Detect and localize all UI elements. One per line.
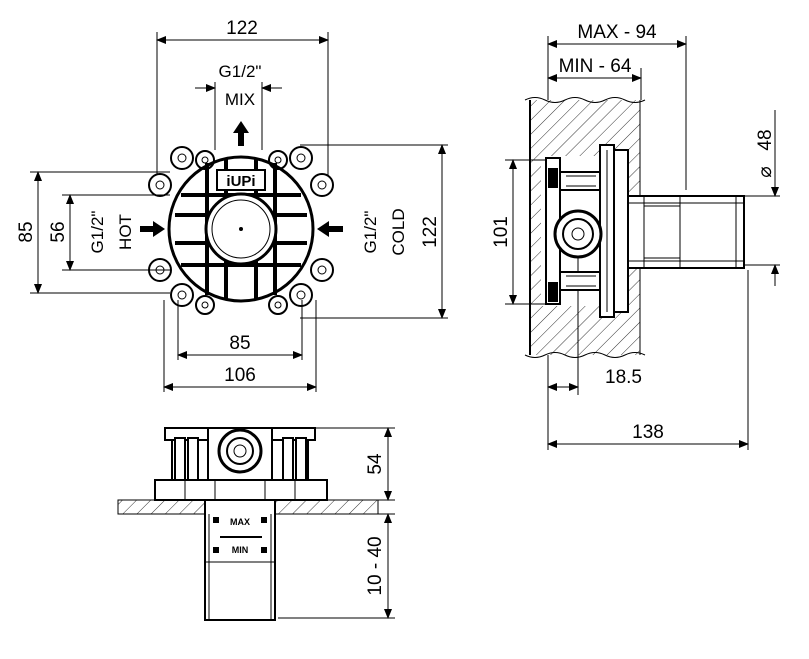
logo-plate bbox=[216, 169, 266, 191]
side-body bbox=[545, 144, 629, 318]
mix-arrow-icon bbox=[233, 121, 249, 146]
port-left-label: HOT bbox=[116, 214, 135, 250]
bottom-view: MAX MIN 54 10 - 40 bbox=[117, 427, 395, 621]
dim-width-top: 122 bbox=[226, 18, 258, 39]
dim-height-outer-left: 85 bbox=[16, 221, 37, 242]
dim-height-inner-left: 56 bbox=[48, 221, 69, 242]
dim-width-outer-bottom: 106 bbox=[224, 365, 256, 386]
side-view: MAX - 94 MIN - 64 ⌀ 48 101 18.5 138 bbox=[491, 22, 780, 450]
dim-wall-range: 10 - 40 bbox=[365, 536, 386, 595]
dim-diameter: 48 bbox=[755, 129, 776, 150]
diameter-icon: ⌀ bbox=[755, 166, 776, 177]
dim-height: 101 bbox=[491, 216, 512, 248]
cold-arrow-icon bbox=[317, 221, 343, 237]
dim-axis-offset: 18.5 bbox=[605, 367, 642, 388]
dim-width-inner-bottom: 85 bbox=[229, 333, 250, 354]
port-top-thread: G1/2" bbox=[219, 62, 262, 81]
port-right-label: COLD bbox=[389, 208, 408, 255]
port-right-thread: G1/2" bbox=[361, 211, 380, 254]
hot-arrow-icon bbox=[140, 221, 165, 237]
bottom-body bbox=[154, 427, 328, 501]
label-max: MAX bbox=[230, 517, 250, 527]
logo-text: iUPi bbox=[226, 173, 255, 190]
side-spindle bbox=[627, 195, 745, 269]
dim-max: MAX - 94 bbox=[577, 22, 657, 43]
body-ring bbox=[167, 155, 315, 303]
dim-height-right: 122 bbox=[420, 216, 441, 248]
dim-height-bottom: 54 bbox=[365, 453, 386, 475]
dim-total-length: 138 bbox=[632, 422, 664, 443]
port-top-label: MIX bbox=[225, 90, 255, 109]
bottom-spindle bbox=[204, 499, 276, 621]
front-view: iUPi 122 G1/2" MIX G1/2" HOT G1/2" COLD … bbox=[16, 18, 448, 392]
label-min: MIN bbox=[232, 545, 249, 555]
mounting-lugs bbox=[148, 146, 334, 315]
port-left-thread: G1/2" bbox=[88, 211, 107, 254]
dim-min: MIN - 64 bbox=[559, 56, 632, 77]
